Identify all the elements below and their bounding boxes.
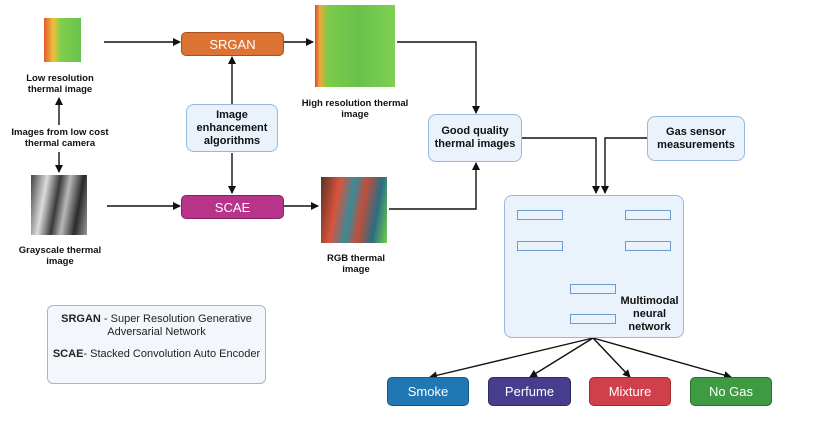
arrow-out-perfume bbox=[529, 337, 594, 378]
srgan-box: SRGAN bbox=[181, 32, 284, 56]
network-node-4 bbox=[625, 241, 671, 251]
output-mixture: Mixture bbox=[589, 377, 671, 406]
output-no-gas: No Gas bbox=[690, 377, 772, 406]
arrow-out-nogas bbox=[592, 337, 732, 379]
output-smoke: Smoke bbox=[387, 377, 469, 406]
arrow-goodquality-to-network bbox=[522, 137, 600, 194]
arrow-out-smoke bbox=[429, 337, 594, 380]
legend-scae-def: - Stacked Convolution Auto Encoder bbox=[83, 348, 261, 360]
image-enhancement-box: Image enhancement algorithms bbox=[186, 104, 278, 152]
multimodal-label: Multimodal neural network bbox=[620, 295, 679, 333]
arrow-highres-to-goodquality bbox=[397, 41, 480, 114]
arrow-gas-to-network bbox=[601, 137, 647, 194]
legend-srgan-def: - Super Resolution Generative Adversaria… bbox=[100, 313, 252, 338]
gas-sensor-box: Gas sensor measurements bbox=[647, 116, 745, 161]
arrow-rgb-to-goodquality bbox=[389, 162, 480, 210]
rgb-label: RGB thermal image bbox=[326, 253, 386, 275]
grayscale-thermal-image bbox=[31, 175, 87, 235]
legend-srgan-abbr: SRGAN bbox=[61, 313, 101, 325]
legend-scae: SCAE- Stacked Convolution Auto Encoder bbox=[48, 348, 265, 361]
good-quality-images-box: Good quality thermal images bbox=[428, 114, 522, 162]
network-node-2 bbox=[625, 210, 671, 220]
abbreviation-legend: SRGAN - Super Resolution Generative Adve… bbox=[47, 305, 266, 384]
low-res-thermal-image bbox=[44, 18, 81, 62]
network-node-1 bbox=[517, 210, 563, 220]
output-perfume: Perfume bbox=[488, 377, 571, 406]
network-node-6 bbox=[570, 314, 616, 324]
grayscale-label: Grayscale thermal image bbox=[18, 245, 102, 267]
camera-label: Images from low cost thermal camera bbox=[11, 127, 109, 149]
legend-scae-abbr: SCAE bbox=[52, 348, 84, 360]
arrow-out-mixture bbox=[592, 337, 631, 378]
scae-box: SCAE bbox=[181, 195, 284, 219]
high-res-thermal-image bbox=[315, 5, 395, 87]
network-node-3 bbox=[517, 241, 563, 251]
network-node-5 bbox=[570, 284, 616, 294]
high-res-label: High resolution thermal image bbox=[301, 98, 409, 120]
legend-srgan: SRGAN - Super Resolution Generative Adve… bbox=[48, 313, 265, 339]
low-res-label: Low resolution thermal image bbox=[26, 73, 94, 95]
rgb-thermal-image bbox=[321, 177, 387, 243]
